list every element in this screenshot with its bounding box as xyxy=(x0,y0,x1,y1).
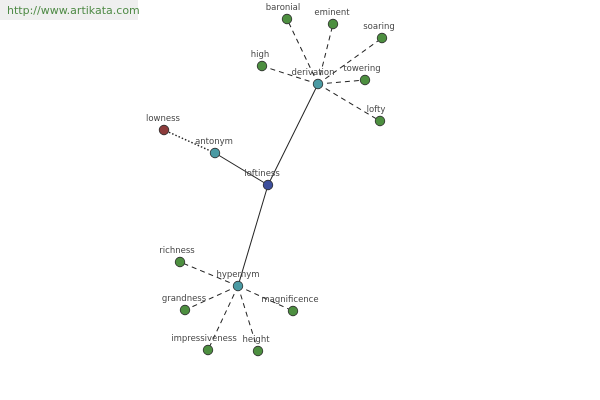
edge-loftiness-hypernym xyxy=(237,184,269,287)
node-richness-label[interactable]: richness xyxy=(159,246,195,256)
node-antonym[interactable]: antonym xyxy=(195,137,233,159)
node-baronial-label[interactable]: baronial xyxy=(266,3,300,13)
node-impressiveness-dot[interactable] xyxy=(202,344,214,356)
node-soaring[interactable]: soaring xyxy=(363,22,395,44)
node-eminent[interactable]: eminent xyxy=(314,8,350,30)
node-lowness[interactable]: lowness xyxy=(146,114,181,136)
node-height-label[interactable]: height xyxy=(242,335,270,345)
url-banner[interactable]: http://www.artikata.com xyxy=(0,0,140,20)
node-height[interactable]: height xyxy=(242,335,270,357)
edge-loftiness-antonym xyxy=(214,152,269,186)
node-lofty-dot[interactable] xyxy=(374,115,386,127)
edge-derivation-baronial xyxy=(286,18,319,85)
node-lowness-dot[interactable] xyxy=(158,124,170,136)
node-towering-label[interactable]: towering xyxy=(343,64,380,74)
node-loftiness[interactable]: loftiness xyxy=(244,169,280,191)
node-eminent-dot[interactable] xyxy=(327,18,339,30)
url-link[interactable]: http://www.artikata.com xyxy=(7,4,140,17)
edge-derivation-lofty xyxy=(317,83,381,122)
edge-derivation-towering xyxy=(317,79,366,85)
node-hypernym-label[interactable]: hypernym xyxy=(216,270,259,280)
edge-antonym-lowness xyxy=(163,129,216,154)
node-grandness-label[interactable]: grandness xyxy=(162,294,207,304)
node-derivation[interactable]: derivation xyxy=(291,68,335,90)
node-antonym-label[interactable]: antonym xyxy=(195,137,233,147)
node-derivation-dot[interactable] xyxy=(312,78,324,90)
node-towering-dot[interactable] xyxy=(359,74,371,86)
node-grandness-dot[interactable] xyxy=(179,304,191,316)
node-lofty[interactable]: lofty xyxy=(367,105,386,127)
node-magnificence[interactable]: magnificence xyxy=(261,295,319,317)
node-high-label[interactable]: high xyxy=(251,50,270,60)
edge-layer xyxy=(163,18,383,352)
node-magnificence-label[interactable]: magnificence xyxy=(261,295,318,305)
edge-loftiness-derivation xyxy=(267,83,319,186)
node-lowness-label[interactable]: lowness xyxy=(146,114,181,124)
edge-hypernym-richness xyxy=(179,261,239,287)
node-lofty-label[interactable]: lofty xyxy=(367,105,386,115)
node-high[interactable]: high xyxy=(251,50,270,72)
node-baronial[interactable]: baronial xyxy=(266,3,300,25)
edge-hypernym-grandness xyxy=(184,285,239,311)
edge-derivation-soaring xyxy=(317,37,383,85)
edge-hypernym-height xyxy=(237,285,259,352)
node-richness-dot[interactable] xyxy=(174,256,186,268)
node-layer: baronial eminent soaring high towering lofty l… xyxy=(146,3,395,357)
node-antonym-dot[interactable] xyxy=(209,147,221,159)
node-impressiveness-label[interactable]: impressiveness xyxy=(171,334,237,344)
node-hypernym-dot[interactable] xyxy=(232,280,244,292)
node-baronial-dot[interactable] xyxy=(281,13,293,25)
node-impressiveness[interactable]: impressiveness xyxy=(171,334,237,356)
node-soaring-label[interactable]: soaring xyxy=(363,22,394,32)
node-soaring-dot[interactable] xyxy=(376,32,388,44)
node-loftiness-label[interactable]: loftiness xyxy=(244,169,280,179)
node-hypernym[interactable]: hypernym xyxy=(216,270,260,292)
node-towering[interactable]: towering xyxy=(343,64,381,86)
edge-derivation-high xyxy=(261,65,319,85)
node-magnificence-dot[interactable] xyxy=(287,305,299,317)
edge-hypernym-impressiveness xyxy=(207,285,239,351)
node-height-dot[interactable] xyxy=(252,345,264,357)
node-grandness[interactable]: grandness xyxy=(162,294,207,316)
node-loftiness-dot[interactable] xyxy=(262,179,274,191)
node-derivation-label[interactable]: derivation xyxy=(291,68,334,78)
edge-hypernym-magnificence xyxy=(237,285,294,312)
node-high-dot[interactable] xyxy=(256,60,268,72)
node-eminent-label[interactable]: eminent xyxy=(314,8,350,18)
node-richness[interactable]: richness xyxy=(159,246,195,268)
edge-derivation-eminent xyxy=(317,23,334,85)
